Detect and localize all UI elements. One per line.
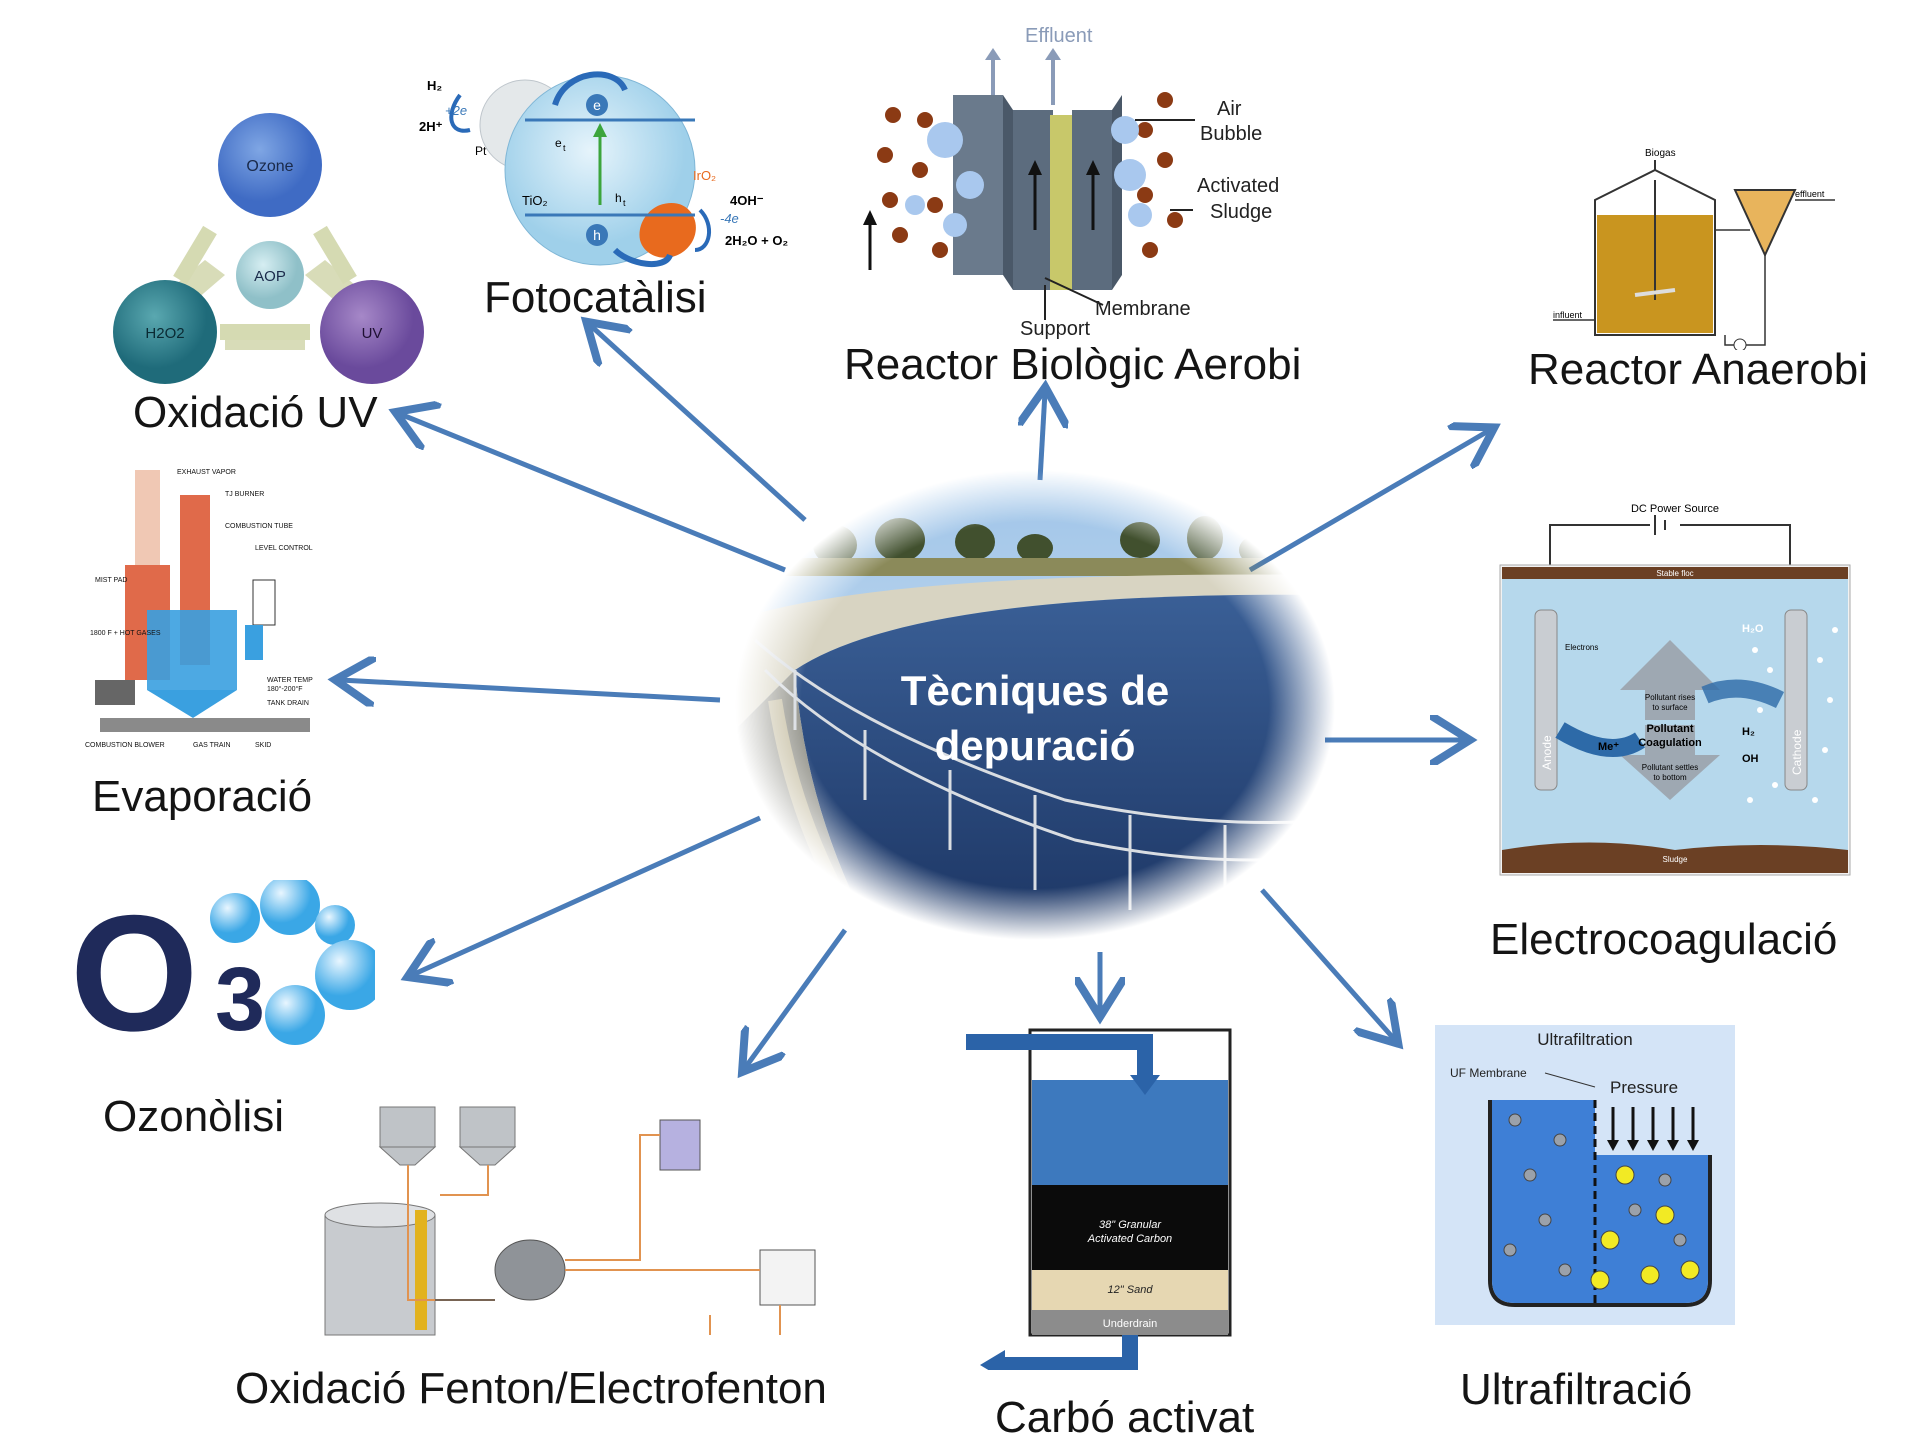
svg-text:t: t	[563, 143, 566, 153]
svg-text:Pollutant rises: Pollutant rises	[1645, 693, 1695, 702]
arrow-to-aerobi	[1040, 392, 1045, 481]
svg-text:AOP: AOP	[254, 268, 286, 285]
svg-text:UV: UV	[362, 325, 383, 342]
center-title-line1: Tècniques de	[901, 667, 1169, 714]
svg-text:O: O	[70, 881, 198, 1055]
svg-text:t: t	[623, 198, 626, 208]
label-ozonolisi: Ozonòlisi	[103, 1092, 284, 1141]
svg-text:1800 F + HOT GASES: 1800 F + HOT GASES	[90, 630, 161, 637]
svg-text:Cathode: Cathode	[1790, 729, 1804, 775]
svg-text:UF Membrane: UF Membrane	[1450, 1066, 1527, 1080]
svg-text:LEVEL CONTROL: LEVEL CONTROL	[255, 545, 313, 552]
label-carbo: Carbó activat	[995, 1393, 1255, 1442]
svg-text:Pollutant settles: Pollutant settles	[1642, 763, 1698, 772]
label-fotocatalisi: Fotocatàlisi	[484, 273, 707, 322]
svg-text:DC Power Source: DC Power Source	[1631, 503, 1719, 515]
svg-text:Ultrafiltration: Ultrafiltration	[1537, 1030, 1632, 1049]
svg-text:Air: Air	[1217, 98, 1242, 120]
center-title-line2: depuració	[935, 722, 1136, 769]
h2o2-node	[113, 280, 217, 384]
aerobic-membrane-diagram: Effluent Air Bubble Activated Sludge Mem…	[863, 25, 1279, 340]
label-ultrafiltracio: Ultrafiltració	[1460, 1365, 1693, 1414]
svg-text:to bottom: to bottom	[1653, 773, 1687, 782]
svg-text:Activated Carbon: Activated Carbon	[1087, 1233, 1172, 1245]
arrow-to-fenton	[745, 928, 848, 1068]
svg-text:Bubble: Bubble	[1200, 123, 1262, 145]
label-oxidacio-uv: Oxidació UV	[133, 388, 378, 437]
electrocoagulation-diagram: DC Power Source Stable floc Sludge Anode…	[1499, 503, 1851, 876]
svg-text:Effluent: Effluent	[1025, 25, 1093, 47]
svg-text:Sludge: Sludge	[1663, 855, 1688, 864]
svg-text:influent: influent	[1553, 310, 1583, 320]
svg-text:+2e: +2e	[445, 103, 467, 118]
ultrafiltration-diagram: Ultrafiltration UF Membrane Pressure	[1435, 1025, 1735, 1325]
svg-text:Ozone: Ozone	[246, 158, 293, 175]
svg-text:h: h	[593, 227, 601, 243]
label-evaporacio: Evaporació	[92, 772, 313, 821]
svg-text:Me⁺: Me⁺	[1598, 741, 1619, 753]
svg-text:Support: Support	[1020, 318, 1090, 340]
photocatalysis-diagram: e h H₂ +2e 2H⁺ Pt e t TiO₂ h t IrO₂ 4OH⁻…	[419, 71, 788, 268]
aop-diagram: Ozone AOP H2O2 UV	[113, 113, 424, 384]
uv-node	[320, 280, 424, 384]
svg-text:3: 3	[215, 950, 265, 1050]
svg-text:SKID: SKID	[255, 742, 271, 749]
svg-text:H₂: H₂	[427, 78, 442, 93]
svg-text:Sludge: Sludge	[1210, 201, 1272, 223]
svg-text:Coagulation: Coagulation	[1638, 737, 1702, 749]
arrow-to-ozonolisi	[412, 815, 762, 975]
arrow-to-oxidacio-uv	[400, 414, 786, 573]
aop-node	[236, 241, 304, 309]
label-electrocoagulacio: Electrocoagulació	[1490, 915, 1838, 964]
anaerobic-reactor-diagram: Biogas effluent influent	[1553, 148, 1835, 350]
svg-text:Stable floc: Stable floc	[1656, 569, 1693, 578]
svg-text:Biogas: Biogas	[1645, 148, 1676, 159]
svg-text:EXHAUST VAPOR: EXHAUST VAPOR	[177, 469, 236, 476]
svg-text:H₂: H₂	[1742, 726, 1755, 738]
ozone-node	[218, 113, 322, 217]
svg-text:12" Sand: 12" Sand	[1108, 1284, 1154, 1296]
svg-text:MIST PAD: MIST PAD	[95, 577, 127, 584]
svg-text:180°-200°F: 180°-200°F	[267, 685, 303, 693]
svg-text:Underdrain: Underdrain	[1103, 1318, 1157, 1330]
svg-text:Pt: Pt	[475, 144, 487, 158]
svg-text:effluent: effluent	[1795, 189, 1825, 199]
svg-text:COMBUSTION TUBE: COMBUSTION TUBE	[225, 523, 293, 530]
svg-text:Pressure: Pressure	[1610, 1078, 1678, 1097]
svg-text:TJ BURNER: TJ BURNER	[225, 491, 264, 498]
svg-text:H2O2: H2O2	[145, 325, 184, 342]
svg-text:OH: OH	[1742, 753, 1759, 765]
svg-text:e: e	[593, 97, 601, 113]
svg-text:WATER TEMP: WATER TEMP	[267, 677, 313, 684]
evaporator-diagram: EXHAUST VAPOR TJ BURNER COMBUSTION TUBE …	[85, 469, 313, 749]
svg-text:2H⁺: 2H⁺	[419, 119, 443, 134]
svg-text:38" Granular: 38" Granular	[1099, 1219, 1162, 1231]
ozone-o3-logo: O 3	[70, 880, 375, 1055]
svg-text:Pollutant: Pollutant	[1646, 723, 1693, 735]
label-reactor-aerobi: Reactor Biològic Aerobi	[844, 340, 1302, 389]
svg-text:to surface: to surface	[1652, 703, 1688, 712]
svg-text:2H₂O + O₂: 2H₂O + O₂	[725, 233, 788, 248]
svg-text:COMBUSTION BLOWER: COMBUSTION BLOWER	[85, 742, 165, 749]
svg-text:GAS TRAIN: GAS TRAIN	[193, 742, 231, 749]
svg-text:TANK DRAIN: TANK DRAIN	[267, 700, 309, 707]
svg-text:4OH⁻: 4OH⁻	[730, 193, 764, 208]
svg-text:Electrons: Electrons	[1565, 643, 1598, 652]
activated-carbon-filter-diagram: 38" Granular Activated Carbon 12" Sand U…	[966, 1028, 1232, 1370]
svg-text:IrO₂: IrO₂	[693, 168, 716, 183]
svg-text:H₂O: H₂O	[1742, 623, 1764, 635]
svg-text:h: h	[615, 191, 622, 205]
center-basin-photo: Tècniques de depuració	[735, 470, 1335, 940]
fenton-process-diagram	[324, 1106, 816, 1336]
label-fenton: Oxidació Fenton/Electrofenton	[235, 1364, 827, 1413]
svg-text:TiO₂: TiO₂	[522, 193, 548, 208]
svg-text:Membrane: Membrane	[1095, 298, 1191, 320]
svg-text:e: e	[555, 136, 562, 150]
svg-text:-4e: -4e	[720, 211, 739, 226]
label-reactor-anaerobi: Reactor Anaerobi	[1528, 345, 1868, 394]
arrow-to-evaporacio	[340, 680, 721, 700]
svg-text:Activated: Activated	[1197, 175, 1279, 197]
svg-text:Anode: Anode	[1540, 735, 1554, 770]
